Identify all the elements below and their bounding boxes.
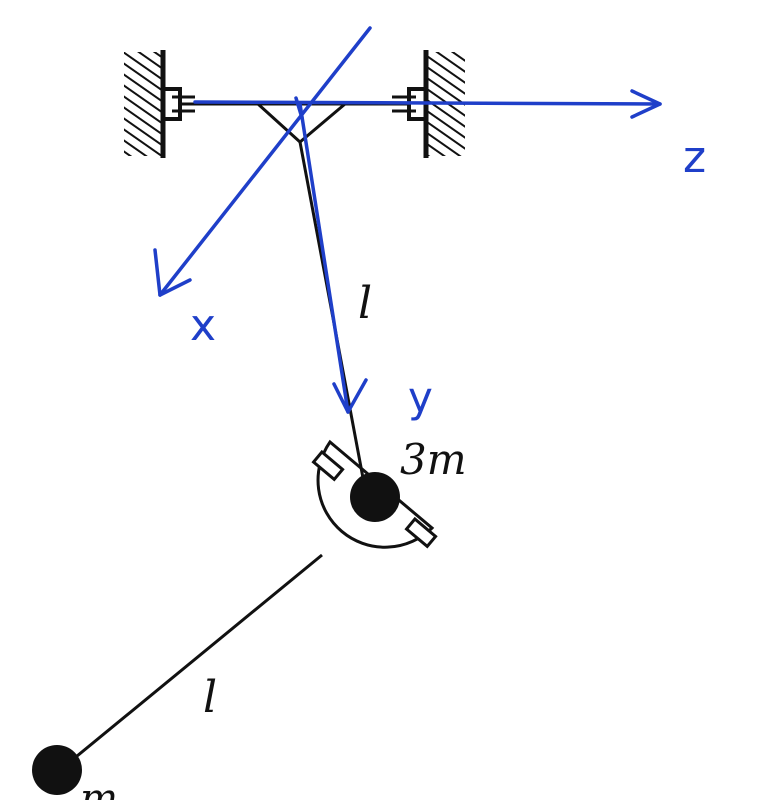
lower-rod bbox=[59, 553, 323, 772]
hinge-semicircle bbox=[316, 439, 435, 549]
y-axis-line bbox=[298, 102, 350, 414]
x-axis-arrowhead bbox=[153, 248, 192, 297]
lower-mass-label: m bbox=[80, 776, 118, 800]
hinge-bearing-right bbox=[404, 516, 438, 549]
x-axis-line bbox=[158, 26, 372, 297]
y-axis-arrowhead bbox=[332, 378, 368, 414]
z-axis-arrowhead bbox=[630, 89, 662, 119]
upper-mass bbox=[350, 472, 400, 522]
lower-mass bbox=[32, 745, 82, 795]
y-axis-label: y bbox=[408, 373, 433, 422]
origin-mark bbox=[294, 96, 304, 120]
coordinate-axes bbox=[153, 26, 662, 414]
left-wall-hatching bbox=[124, 52, 162, 156]
upper-mass-label: 3m bbox=[400, 435, 467, 484]
lower-rod-length-label: l bbox=[203, 672, 217, 723]
left-bearing bbox=[161, 87, 182, 121]
hinge-bearing-left bbox=[311, 449, 345, 482]
x-axis-label: x bbox=[190, 300, 216, 351]
z-axis-line bbox=[193, 100, 662, 106]
z-axis-label: z bbox=[683, 132, 706, 183]
hinge-housing bbox=[311, 439, 438, 549]
upper-rod-length-label: l bbox=[358, 278, 372, 329]
